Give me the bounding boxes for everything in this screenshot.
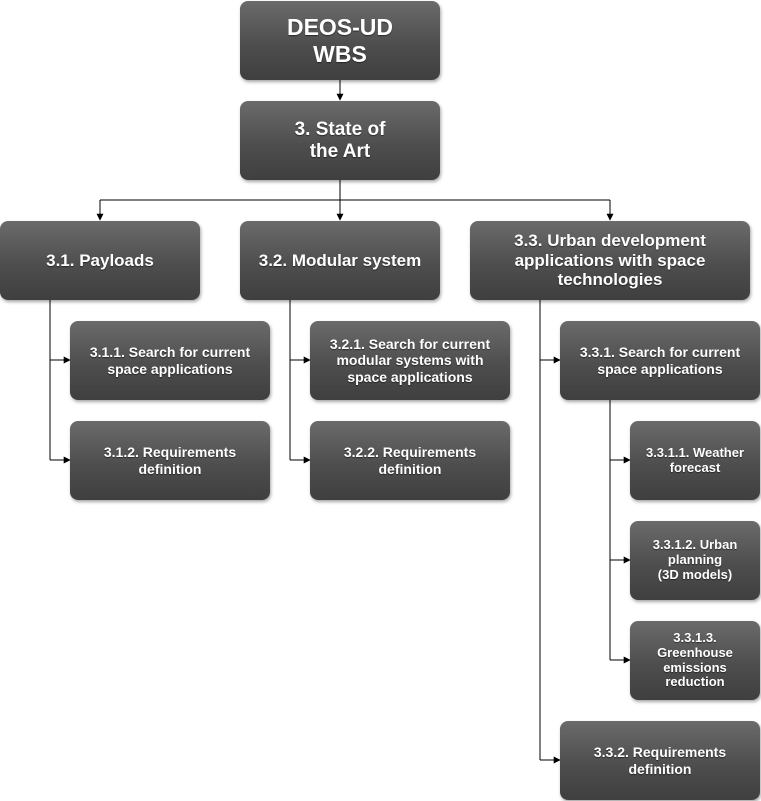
node-urban-search-label: 3.3.1. Search for current space applicat… [579, 344, 741, 377]
node-urban-search: 3.3.1. Search for current space applicat… [560, 321, 760, 400]
node-modular-search: 3.2.1. Search for current modular system… [310, 321, 510, 400]
node-greenhouse-label: 3.3.1.3. Greenhouse emissions reduction [657, 629, 733, 690]
node-weather-forecast: 3.3.1.1. Weather forecast [630, 421, 760, 500]
node-modular-requirements-label: 3.2.2. Requirements definition [343, 444, 477, 477]
node-urban-requirements: 3.3.2. Requirements definition [560, 721, 760, 800]
node-payloads-requirements: 3.1.2. Requirements definition [70, 421, 270, 500]
node-modular-system: 3.2. Modular system [240, 221, 440, 300]
node-modular-system-label: 3.2. Modular system [258, 250, 422, 270]
node-urban-planning: 3.3.1.2. Urban planning (3D models) [630, 521, 760, 600]
node-payloads: 3.1. Payloads [0, 221, 200, 300]
node-greenhouse: 3.3.1.3. Greenhouse emissions reduction [630, 621, 760, 700]
node-modular-search-label: 3.2.1. Search for current modular system… [329, 336, 491, 385]
node-weather-forecast-label: 3.3.1.1. Weather forecast [645, 444, 745, 475]
node-payloads-search: 3.1.1. Search for current space applicat… [70, 321, 270, 400]
connector-state-bus [100, 180, 610, 201]
node-urban-development: 3.3. Urban development applications with… [470, 221, 750, 300]
node-payloads-label: 3.1. Payloads [46, 250, 154, 270]
node-payloads-requirements-label: 3.1.2. Requirements definition [103, 444, 237, 477]
node-urban-planning-label: 3.3.1.2. Urban planning (3D models) [652, 537, 738, 582]
node-urban-requirements-label: 3.3.2. Requirements definition [593, 744, 727, 777]
node-urban-development-label: 3.3. Urban development applications with… [514, 231, 706, 290]
node-root-label: DEOS-UD WBS [286, 14, 394, 67]
node-state-of-art-label: 3. State of the Art [294, 118, 386, 162]
node-state-of-art: 3. State of the Art [240, 101, 440, 180]
node-root: DEOS-UD WBS [240, 1, 440, 80]
node-modular-requirements: 3.2.2. Requirements definition [310, 421, 510, 500]
node-payloads-search-label: 3.1.1. Search for current space applicat… [89, 344, 251, 377]
